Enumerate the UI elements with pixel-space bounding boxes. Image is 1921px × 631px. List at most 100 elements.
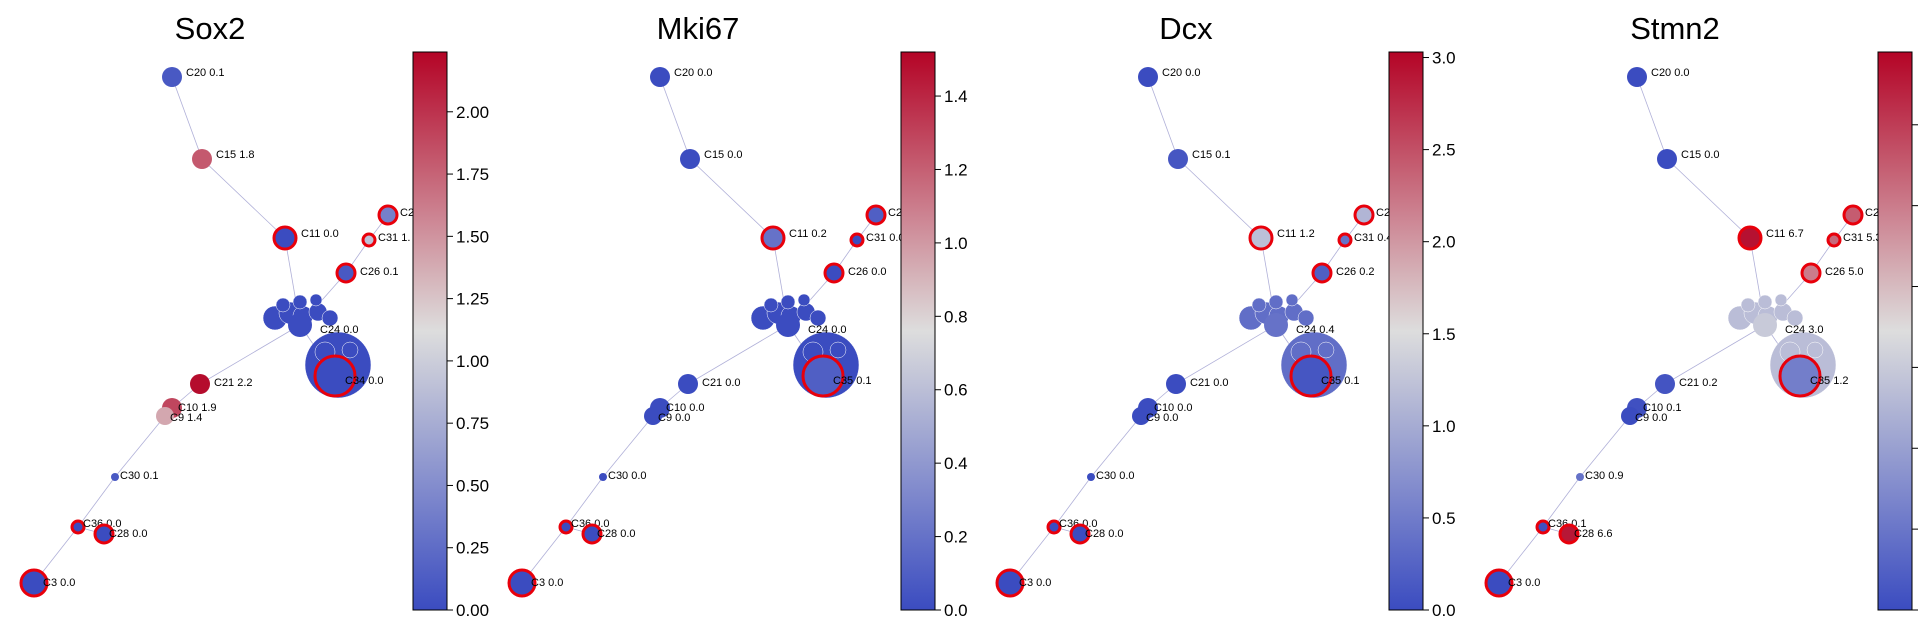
cluster-node [1311, 262, 1333, 284]
graph-edge [114, 415, 166, 478]
colorbar-tick-label: 2.00 [456, 103, 489, 122]
graph-edge [659, 76, 691, 160]
cluster-node [644, 407, 662, 425]
cluster-node [809, 309, 827, 327]
cluster-label: C20 0.0 [1162, 67, 1201, 79]
colorbar-tick-label: 3.0 [1432, 49, 1456, 68]
cluster-node [377, 204, 399, 226]
cluster-node [1535, 519, 1551, 535]
colorbar-tick-label: 1.2 [944, 160, 968, 179]
panel-title: Mki67 [657, 11, 740, 46]
cluster-node [309, 293, 323, 307]
cluster-label: C30 0.1 [120, 470, 159, 482]
cluster-node [776, 313, 800, 337]
cluster-node [1774, 293, 1788, 307]
cluster-node [1337, 232, 1353, 248]
cluster-node [192, 149, 212, 169]
graph-edge [687, 324, 789, 385]
cluster-label: C9 1.4 [170, 412, 202, 424]
cluster-node [1087, 473, 1095, 481]
cluster-label: C10 1.9 [178, 402, 217, 414]
colorbar-tick-label: 0.50 [456, 476, 489, 495]
cluster-label: C15 1.8 [216, 149, 255, 161]
cluster-node [1264, 313, 1288, 337]
colorbar [1877, 51, 1913, 611]
graph-edge [1175, 324, 1277, 385]
cluster-label: C3 0.0 [43, 577, 75, 589]
cluster-node [1268, 294, 1284, 310]
cluster-label: C9 0.0 [1635, 412, 1667, 424]
cluster-node [1657, 149, 1677, 169]
colorbar-tick-label: 2.0 [1432, 233, 1456, 252]
cluster-node [361, 232, 377, 248]
graph-edge [1147, 76, 1179, 160]
cluster-label: C30 0.0 [608, 470, 647, 482]
cluster-label: C31 0.0 [866, 232, 905, 244]
cluster-node [823, 262, 845, 284]
cluster-label: C11 0.0 [301, 228, 339, 240]
cluster-node [272, 225, 298, 251]
graph-edge [1542, 476, 1581, 528]
cluster-label: C31 0.4 [1354, 232, 1393, 244]
cluster-label: C20 0.1 [186, 67, 225, 79]
cluster-node [1757, 294, 1773, 310]
cluster-label: C26 0.2 [1336, 266, 1375, 278]
cluster-label: C15 0.0 [1681, 149, 1720, 161]
cluster-node [1289, 354, 1333, 398]
colorbar-tick-label: 0.25 [456, 539, 489, 558]
cluster-label: C15 0.1 [1192, 149, 1231, 161]
cluster-node [1168, 149, 1188, 169]
cluster-label: C21 0.0 [702, 377, 741, 389]
cluster-node [829, 341, 847, 359]
panel-title: Stmn2 [1630, 11, 1720, 46]
colorbar-tick-label: 1.00 [456, 352, 489, 371]
cluster-label: C28 0.0 [109, 528, 148, 540]
cluster-node [1576, 473, 1584, 481]
graph-edge [1090, 415, 1142, 478]
graph-edge [565, 476, 604, 528]
graph-edge [1666, 158, 1751, 239]
cluster-label: C3 0.0 [1508, 577, 1540, 589]
cluster-node [288, 313, 312, 337]
cluster-node [801, 354, 845, 398]
cluster-node [162, 67, 182, 87]
cluster-node [1297, 309, 1315, 327]
cluster-label: C34 0.0 [345, 375, 384, 387]
cluster-node [1132, 407, 1150, 425]
cluster-label: C26 5.0 [1825, 266, 1864, 278]
cluster-node [1069, 523, 1091, 545]
colorbar-tick-label: 1.25 [456, 290, 489, 309]
colorbar-tick-label: 0.2 [944, 528, 968, 547]
colorbar-tick-label: 0.5 [1432, 509, 1456, 528]
cluster-node [1138, 67, 1158, 87]
cluster-label: C28 0.0 [597, 528, 636, 540]
cluster-node [70, 519, 86, 535]
cluster-node [1558, 523, 1580, 545]
cluster-node [1806, 341, 1824, 359]
cluster-label: C10 0.1 [1643, 402, 1682, 414]
colorbar-tick-label: 1.0 [1432, 417, 1456, 436]
cluster-label: C21 2.2 [214, 377, 253, 389]
cluster-node [111, 473, 119, 481]
cluster-node [849, 232, 865, 248]
cluster-node [313, 354, 357, 398]
cluster-node [1778, 354, 1822, 398]
cluster-node [599, 473, 607, 481]
cluster-node [581, 523, 603, 545]
colorbar [412, 51, 448, 611]
cluster-label: C26 0.0 [848, 266, 887, 278]
colorbar-tick-label: 1.0 [944, 234, 968, 253]
cluster-label: C20 0.0 [674, 67, 713, 79]
cluster-node [865, 204, 887, 226]
cluster-node [156, 407, 174, 425]
cluster-node [1166, 374, 1186, 394]
colorbar [900, 51, 936, 611]
cluster-node [1046, 519, 1062, 535]
cluster-node [780, 294, 796, 310]
cluster-node [1655, 374, 1675, 394]
cluster-node [341, 341, 359, 359]
graph-edge [1053, 476, 1092, 528]
